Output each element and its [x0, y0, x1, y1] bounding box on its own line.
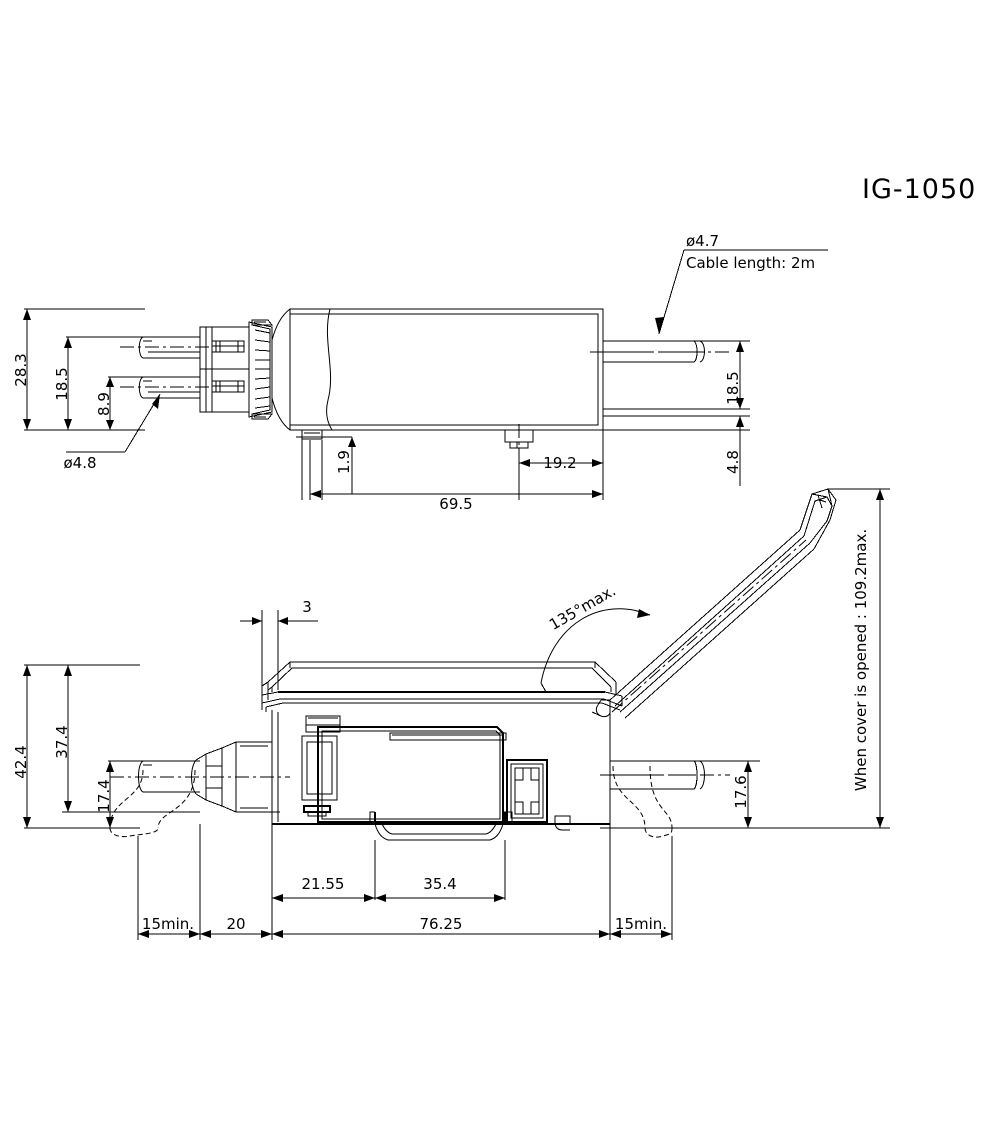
dim-side-inner-second: 35.4: [423, 875, 456, 893]
dim-side-cover-step: 3: [302, 598, 312, 616]
dim-side-inner-first: 21.55: [302, 875, 345, 893]
drawing-title: IG-1050: [862, 174, 976, 205]
dim-side-right-clearance: 15min.: [615, 915, 667, 933]
drawing-text-labels: IG-1050 ø4.7 Cable length: 2m 28.3 18.5 …: [12, 174, 976, 933]
dim-side-axis-height: 17.4: [95, 779, 113, 812]
connector-diameter-label: ø4.8: [63, 454, 96, 472]
cover-open-note: When cover is opened : 109.2max.: [852, 529, 870, 791]
dim-top-foot-offset: 19.2: [543, 454, 576, 472]
dim-side-body-span: 76.25: [420, 915, 463, 933]
dim-side-right-axis-height: 17.6: [732, 775, 750, 808]
cable-diameter-label: ø4.7: [686, 232, 719, 250]
dim-side-left-clearance: 15min.: [142, 915, 194, 933]
cable-length-note: Cable length: 2m: [686, 254, 815, 272]
dim-top-right-base: 4.8: [724, 450, 742, 474]
dim-top-body-length: 69.5: [439, 495, 472, 513]
dim-side-body-height: 37.4: [53, 725, 71, 758]
dim-side-overall-height: 42.4: [12, 745, 30, 778]
dim-top-lower-offset: 8.9: [95, 392, 113, 416]
dim-top-tab-offset: 1.9: [335, 450, 353, 474]
dim-top-upper-offset: 18.5: [53, 367, 71, 400]
dim-top-overall-height: 28.3: [12, 353, 30, 386]
dim-top-right-height: 18.5: [724, 371, 742, 404]
dim-side-cover-angle: 135°max.: [546, 581, 619, 633]
top-view-geometry: [66, 249, 828, 455]
top-view-dimensions: [23, 308, 750, 500]
dim-side-left-segment: 20: [226, 915, 245, 933]
side-view-dimensions: [23, 488, 890, 940]
side-view-geometry: [109, 488, 837, 841]
